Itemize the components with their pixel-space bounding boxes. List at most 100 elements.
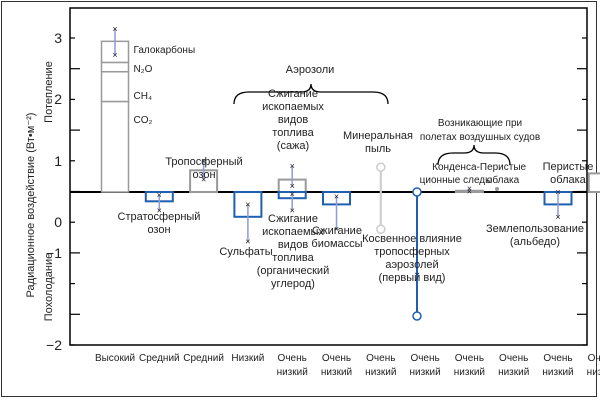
plot-area — [69, 7, 588, 346]
category-label: топлива — [272, 127, 314, 139]
ghg-segment-n2o — [100, 61, 130, 73]
error-marker: × — [290, 181, 295, 191]
category-label: Сульфаты — [219, 246, 272, 258]
range-end — [376, 162, 386, 172]
error-marker: × — [334, 191, 339, 201]
category-label: видов — [278, 114, 309, 126]
error-marker: × — [112, 24, 117, 34]
error-marker: × — [467, 187, 472, 197]
category-label: Перистые — [480, 162, 527, 173]
error-marker: × — [555, 187, 560, 197]
range-end — [412, 187, 422, 197]
range-end — [376, 224, 386, 234]
x-tick-label: низкий — [498, 367, 529, 378]
category-label: Конденса- — [432, 162, 480, 173]
range-dot — [495, 187, 499, 191]
category-label: Стратосферный — [118, 211, 201, 223]
ghg-segment-ch4 — [100, 70, 130, 103]
category-label: Минеральная — [343, 130, 413, 142]
category-label: тропосферных — [374, 246, 450, 258]
x-tick-label: низкий — [277, 367, 308, 378]
category-label: биомассы — [311, 238, 362, 250]
category-label: озон — [147, 224, 170, 236]
category-label: Сжигание — [312, 225, 362, 237]
error-marker: × — [555, 212, 560, 222]
x-tick-label: Очень — [499, 353, 528, 364]
aircraft-brace — [437, 144, 511, 166]
x-tick-label: Очень — [278, 353, 307, 364]
x-tick-label: низкий — [365, 367, 396, 378]
group-label-aircraft: полетах воздушных судов — [420, 132, 540, 143]
x-tick-label: низкий — [321, 367, 352, 378]
category-label: Косвенное влияние — [362, 233, 462, 245]
category-label: (сажа) — [277, 140, 309, 152]
category-label: углерод) — [271, 278, 315, 290]
x-tick-label: Низкий — [231, 353, 264, 364]
category-label: (альбедо) — [510, 236, 560, 248]
category-label: облака — [487, 174, 520, 186]
category-label: озон — [192, 169, 215, 181]
y-tick-label: −2 — [46, 337, 62, 353]
category-label: Перистые — [543, 161, 594, 173]
y-axis-cooling-label: Похолодание — [43, 253, 55, 321]
error-marker: × — [290, 161, 295, 171]
category-label: аэрозолей — [385, 259, 438, 271]
aerosol-brace — [233, 83, 389, 105]
error-marker: × — [334, 224, 339, 234]
ghg-label-halocarbons: Галокарбоны — [134, 44, 196, 56]
x-tick-label: Высокий — [95, 353, 135, 364]
x-tick-label: Очень — [322, 353, 351, 364]
range-end — [412, 311, 422, 321]
error-marker: × — [245, 199, 250, 209]
error-marker: × — [112, 50, 117, 60]
error-marker: × — [201, 175, 206, 185]
group-label-aircraft: Возникающие при — [438, 118, 522, 129]
category-label: пыль — [365, 143, 391, 155]
x-tick-label: Средний — [139, 353, 180, 364]
category-label: Сжигание — [268, 88, 318, 100]
error-marker: × — [290, 206, 295, 216]
error-marker: × — [157, 190, 162, 200]
ghg-segment-co2 — [100, 100, 130, 193]
y-axis-warming-label: Потепление — [43, 61, 55, 123]
ghg-label-n2o: N₂O — [134, 64, 153, 75]
category-label: ископаемых — [262, 101, 324, 113]
category-label: Сжигание — [268, 213, 318, 225]
error-marker: × — [467, 183, 472, 193]
category-label: видов — [278, 239, 309, 251]
y-axis-label: Радиационное воздействие (Вт•м⁻²) — [25, 113, 37, 298]
ghg-label-ch4: CH₄ — [134, 91, 153, 102]
category-label: (первый вид) — [379, 272, 446, 284]
category-label: (органический — [257, 265, 329, 277]
y-tick-label: 1 — [54, 153, 62, 169]
error-marker: × — [201, 156, 206, 166]
bar — [587, 172, 600, 193]
category-label: ископаемых — [262, 226, 324, 238]
y-tick-label: 0 — [54, 214, 62, 230]
x-tick-label: низкий — [454, 367, 485, 378]
x-tick-label: Очень — [455, 353, 484, 364]
x-tick-label: низкий — [409, 367, 440, 378]
x-tick-label: Очень — [410, 353, 439, 364]
x-tick-label: Очень — [543, 353, 572, 364]
x-tick-label: низкий — [587, 367, 600, 378]
error-marker: × — [157, 206, 162, 216]
category-label: Тропосферный — [165, 156, 242, 168]
x-tick-label: Очень — [366, 353, 395, 364]
group-label-aerosols: Аэрозоли — [286, 64, 335, 76]
ghg-label-co2: CO₂ — [134, 115, 153, 126]
x-tick-label: Средний — [183, 353, 224, 364]
error-marker: × — [290, 189, 295, 199]
category-label: топлива — [272, 252, 314, 264]
category-label: Землепользование — [486, 223, 584, 235]
error-marker: × — [245, 237, 250, 247]
category-label: облака — [550, 174, 587, 186]
x-tick-label: Очень — [588, 353, 600, 364]
x-tick-label: низкий — [542, 367, 573, 378]
y-tick-label: 3 — [54, 30, 62, 46]
y-tick-label: −1 — [46, 245, 62, 261]
y-tick-label: 2 — [54, 91, 62, 107]
category-label: ционные следы — [420, 175, 493, 186]
